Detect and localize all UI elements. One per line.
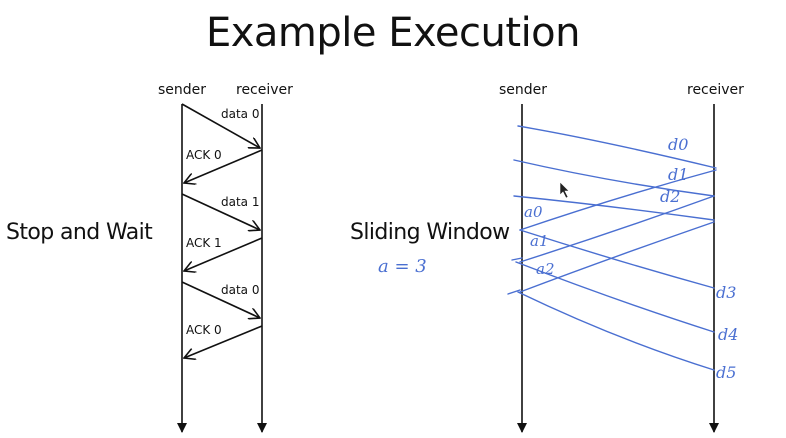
sw-receiver-label: receiver [236, 82, 293, 98]
sl-stroke-a2 [519, 221, 715, 293]
sw-arrow-data0-1 [181, 103, 260, 148]
sw-arrow-ack0-2 [184, 325, 263, 358]
sl-note-d3: d3 [716, 283, 736, 302]
sw-arrow-ack1 [184, 237, 263, 271]
sw-msg-data0-1: data 0 [221, 107, 260, 121]
sw-msg-ack0-1: ACK 0 [186, 148, 222, 162]
sw-msg-ack1: ACK 1 [186, 236, 222, 250]
sw-sender-label: sender [158, 82, 207, 98]
sl-stroke-d5 [517, 291, 715, 371]
sl-receiver-label: receiver [687, 82, 744, 98]
sl-window-note: a = 3 [378, 256, 427, 277]
sl-stroke-d0 [517, 125, 717, 169]
sl-note-d0: d0 [668, 135, 688, 154]
sl-stroke-tick1 [511, 257, 523, 261]
sl-stroke-a0 [519, 169, 717, 231]
sw-msg-ack0-2: ACK 0 [186, 323, 222, 337]
sl-note-d4: d4 [718, 325, 738, 344]
stop-and-wait-label: Stop and Wait [6, 220, 153, 245]
sl-sender-label: sender [499, 82, 548, 98]
sl-note-a1: a1 [530, 232, 549, 250]
sliding-window-label: Sliding Window [350, 220, 510, 245]
sl-note-a2: a2 [536, 260, 555, 278]
sw-arrow-ack0-1 [184, 149, 263, 183]
sl-stroke-a1 [519, 195, 715, 263]
sl-note-d2: d2 [660, 187, 680, 206]
sl-stroke-d3 [519, 229, 715, 289]
mouse-cursor-icon [559, 181, 570, 199]
sl-stroke-d2 [513, 195, 715, 221]
sl-stroke-d1 [513, 159, 715, 197]
sw-arrow-data1 [181, 193, 260, 230]
sl-stroke-d4 [515, 261, 715, 333]
sl-note-d5: d5 [716, 363, 736, 382]
sl-handwritten-strokes [507, 125, 717, 371]
sl-note-a0: a0 [524, 203, 543, 221]
sw-msg-data0-2: data 0 [221, 283, 260, 297]
sl-stroke-tick2 [507, 289, 521, 295]
slide-title: Example Execution [205, 10, 581, 56]
sw-arrow-data0-2 [181, 281, 260, 318]
sl-note-d1: d1 [668, 165, 688, 184]
sw-msg-data1: data 1 [221, 195, 260, 209]
